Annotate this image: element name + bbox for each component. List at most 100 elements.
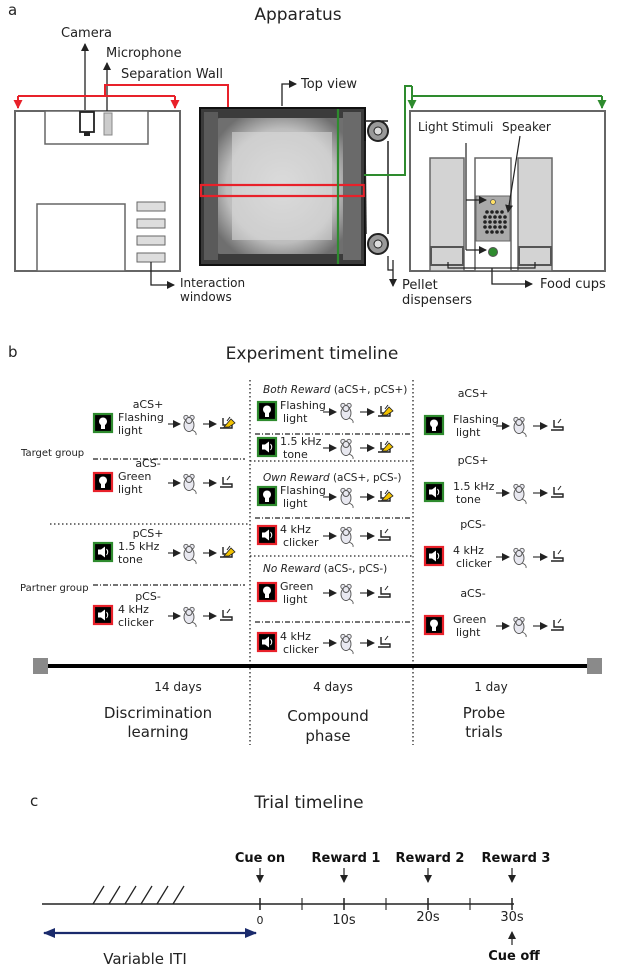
stimulus-label: Flashing [280,399,326,412]
cue-label: aCS- [135,457,160,470]
stimulus-label: light [283,412,308,425]
light-stimulus-icon [92,412,114,434]
empty-cup-icon [378,528,391,541]
empty-cup-icon [551,418,564,431]
cue-label: pCS+ [458,454,489,467]
mouse-icon [340,633,354,655]
stimulus-label: 1.5 kHz [280,435,322,448]
mouse-icon [340,526,354,548]
mouse-icon [340,583,354,605]
empty-cup-icon [378,585,391,598]
pellet-cup-with-food-icon [378,489,394,502]
stimulus-label: Flashing [453,413,499,426]
duration-probe: 1 day [474,680,508,694]
mouse-icon [340,487,354,509]
cue-label: aCS+ [133,398,164,411]
top-view-label: Top view [300,77,357,92]
cue-label: pCS+ [133,527,164,540]
tick-label-10s: 10s [332,913,356,928]
stimulus-label: light [456,626,481,639]
food-cup [430,246,464,266]
speaker-icon [423,481,445,503]
event-reward-3: Reward 3 [482,851,551,866]
phase-discrimination-1: Discrimination [104,704,212,722]
interaction-windows-label-2: windows [180,290,232,304]
cue-off-label: Cue off [488,949,540,964]
stimulus-label: light [118,483,143,496]
empty-cup-icon [220,475,233,488]
experiment-timeline-title: Experiment timeline [226,344,399,364]
event-reward-1: Reward 1 [312,851,381,866]
separation-wall-label: Separation Wall [121,67,223,82]
panel-letter-b: b [8,343,18,361]
stimulus-label: light [283,593,308,606]
green-connector [364,85,607,176]
tick-label-20s: 20s [416,910,440,925]
stimulus-label: 1.5 kHz [453,480,495,493]
mouse-icon [513,616,527,638]
stimulus-label: clicker [118,616,154,629]
duration-discrimination: 14 days [154,680,201,694]
phase-discrimination-2: learning [127,723,188,741]
stimulus-label: Flashing [118,411,164,424]
cue-label: aCS- [460,587,485,600]
observer-box [14,110,181,272]
stimulus-label: 4 kHz [280,630,311,643]
pellet-cup-with-food-icon [220,416,236,429]
food-cups-label: Food cups [540,277,606,292]
phase-compound-1: Compound [287,707,369,725]
cue-label: pCS- [460,518,486,531]
mouse-icon [183,606,197,628]
empty-cup-icon [220,608,233,621]
arena-top-view [199,107,366,266]
stimulus-label: clicker [456,557,492,570]
light-stimulus-icon [423,414,445,436]
speaker-icon [423,545,445,567]
event-reward-2: Reward 2 [396,851,465,866]
stimulus-label: light [283,497,308,510]
stimulus-label: 4 kHz [118,603,149,616]
pellet-cup-with-food-icon [220,545,236,558]
light-stimulus-icon [490,199,496,205]
stimulus-label: tone [283,448,308,461]
empty-cup-icon [551,485,564,498]
stimulus-label: clicker [283,536,319,549]
stimulus-label: clicker [283,643,319,656]
tick-label-30s: 30s [500,910,524,925]
light-stimulus-icon [92,471,114,493]
panel-b: b Experiment timeline Target group Partn… [8,343,602,745]
speaker-icon [256,524,278,546]
light-stimulus-icon [256,581,278,603]
stimulus-label: Flashing [280,484,326,497]
light-stimuli-label: Light Stimuli [418,120,493,134]
iti-hatches [92,885,185,905]
phase-compound-2: phase [305,727,350,745]
partner-group-label: Partner group [20,583,89,594]
pellet-dispensers-label-2: dispensers [402,293,472,308]
compound-header-both: Both Reward (aCS+, pCS+) [263,384,407,396]
interaction-windows-label-1: Interaction [180,276,245,290]
stimulus-label: Green [118,470,151,483]
cue-label: pCS- [135,590,161,603]
mouse-icon [513,547,527,569]
stimulus-label: Green [453,613,486,626]
panel-a: a Apparatus Camera Microphone Separation… [8,1,607,308]
empty-cup-icon [551,549,564,562]
compound-header-none: No Reward (aCS-, pCS-) [263,563,387,575]
panel-c: c Trial timeline Cue on Reward 1 Reward … [30,792,550,968]
mouse-icon [183,473,197,495]
camera-icon [79,111,95,133]
light-stimulus-icon [423,614,445,636]
camera-label: Camera [61,26,112,41]
speaker-icon [92,604,114,626]
